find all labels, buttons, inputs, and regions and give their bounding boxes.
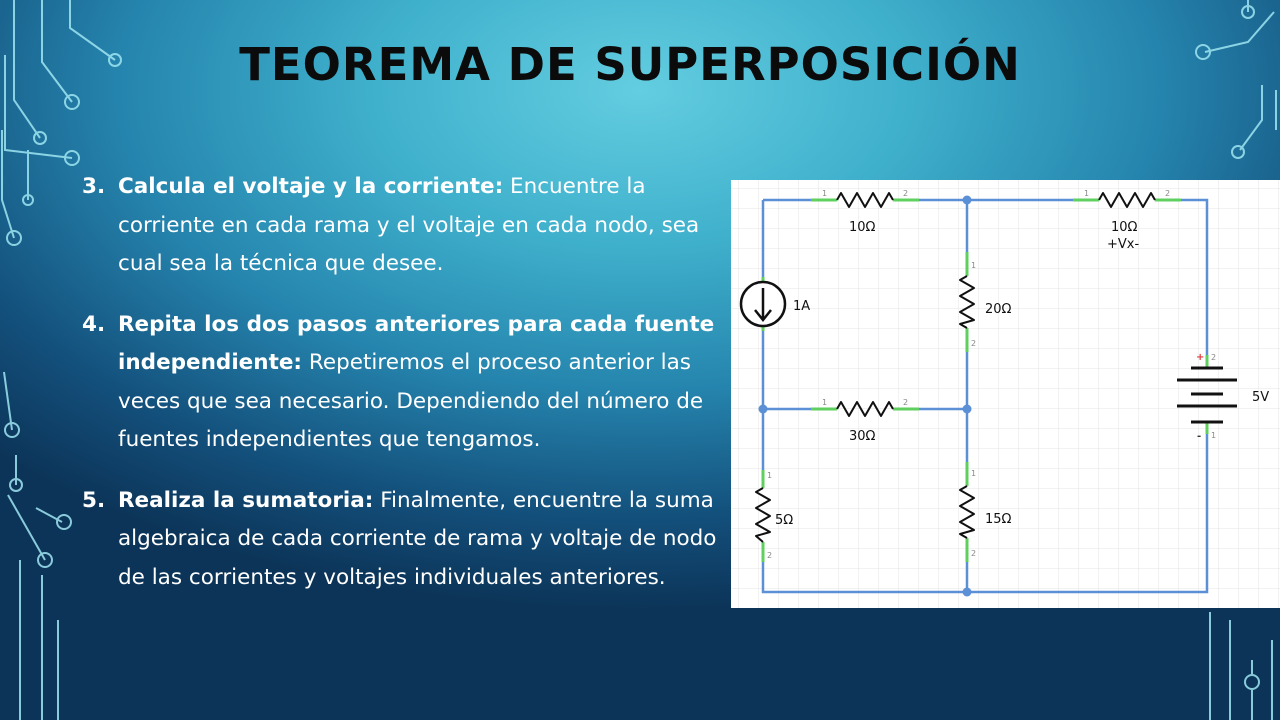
pin-label: 1 xyxy=(1084,189,1089,198)
current-source xyxy=(739,280,787,328)
label-r-mid-vertical: 20Ω xyxy=(985,302,1012,317)
step-number: 3. xyxy=(82,174,106,199)
resistor-mid-vertical xyxy=(959,275,975,329)
pin-label: 1 xyxy=(822,398,827,407)
steps-list: 3. Calcula el voltaje y la corriente: En… xyxy=(82,168,722,619)
resistor-top-left xyxy=(836,192,894,208)
plus-sign: + xyxy=(1196,352,1204,363)
label-current-source: 1A xyxy=(793,299,810,314)
step-number: 4. xyxy=(82,311,106,337)
voltage-source xyxy=(1177,366,1237,424)
circuit-wires xyxy=(761,198,1209,594)
pin-label: 1 xyxy=(822,189,827,198)
step-5: 5. Realiza la sumatoria: Finalmente, enc… xyxy=(82,482,722,598)
terminal-markers xyxy=(761,198,1209,562)
label-vx: +Vx- xyxy=(1107,237,1139,252)
resistor-bottom-right xyxy=(959,485,975,539)
circuit-nodes xyxy=(758,195,972,597)
step-text: Encuentre la corriente en cada rama y el… xyxy=(118,174,700,276)
pin-label: 2 xyxy=(767,551,772,560)
resistor-mid-horizontal xyxy=(836,401,894,417)
step-number: 5. xyxy=(82,487,106,513)
label-r-bottom-right: 15Ω xyxy=(985,512,1012,527)
pin-label: 2 xyxy=(903,189,908,198)
resistor-bottom-left xyxy=(755,487,771,543)
slide-title: TEOREMA DE SUPERPOSICIÓN xyxy=(239,38,1021,91)
step-text: Repetiremos el proceso anterior las vece… xyxy=(118,350,704,452)
circuit-grid xyxy=(731,180,1280,608)
circuit-diagram: 10Ω 10Ω +Vx- 20Ω 30Ω 5Ω 15Ω 1A 5V 1 2 1 … xyxy=(731,180,1280,608)
pin-label: 1 xyxy=(767,471,772,480)
label-r-top-right: 10Ω xyxy=(1111,220,1138,235)
step-3: 3. Calcula el voltaje y la corriente: En… xyxy=(82,168,722,284)
pin-label: 2 xyxy=(1165,189,1170,198)
resistor-top-right xyxy=(1098,192,1156,208)
label-r-mid-horizontal: 30Ω xyxy=(849,429,876,444)
pin-label: 2 xyxy=(1211,353,1216,362)
pin-label: 1 xyxy=(971,469,976,478)
step-text: Finalmente, encuentre la suma algebraica… xyxy=(118,487,717,590)
pin-label: 2 xyxy=(971,339,976,348)
pin-label: 1 xyxy=(1211,431,1216,440)
minus-sign: - xyxy=(1197,431,1201,442)
pin-label: 1 xyxy=(971,261,976,270)
pin-label: 2 xyxy=(971,549,976,558)
step-lead: Realiza la sumatoria: xyxy=(118,487,374,513)
pin-label: 2 xyxy=(903,398,908,407)
label-r-top-left: 10Ω xyxy=(849,220,876,235)
step-lead: Calcula el voltaje y la corriente: xyxy=(118,174,504,199)
step-4: 4. Repita los dos pasos anteriores para … xyxy=(82,306,722,460)
step-lead: Repita los dos pasos anteriores para cad… xyxy=(118,311,715,376)
label-voltage-source: 5V xyxy=(1252,390,1269,405)
label-r-bottom-left: 5Ω xyxy=(775,513,793,528)
